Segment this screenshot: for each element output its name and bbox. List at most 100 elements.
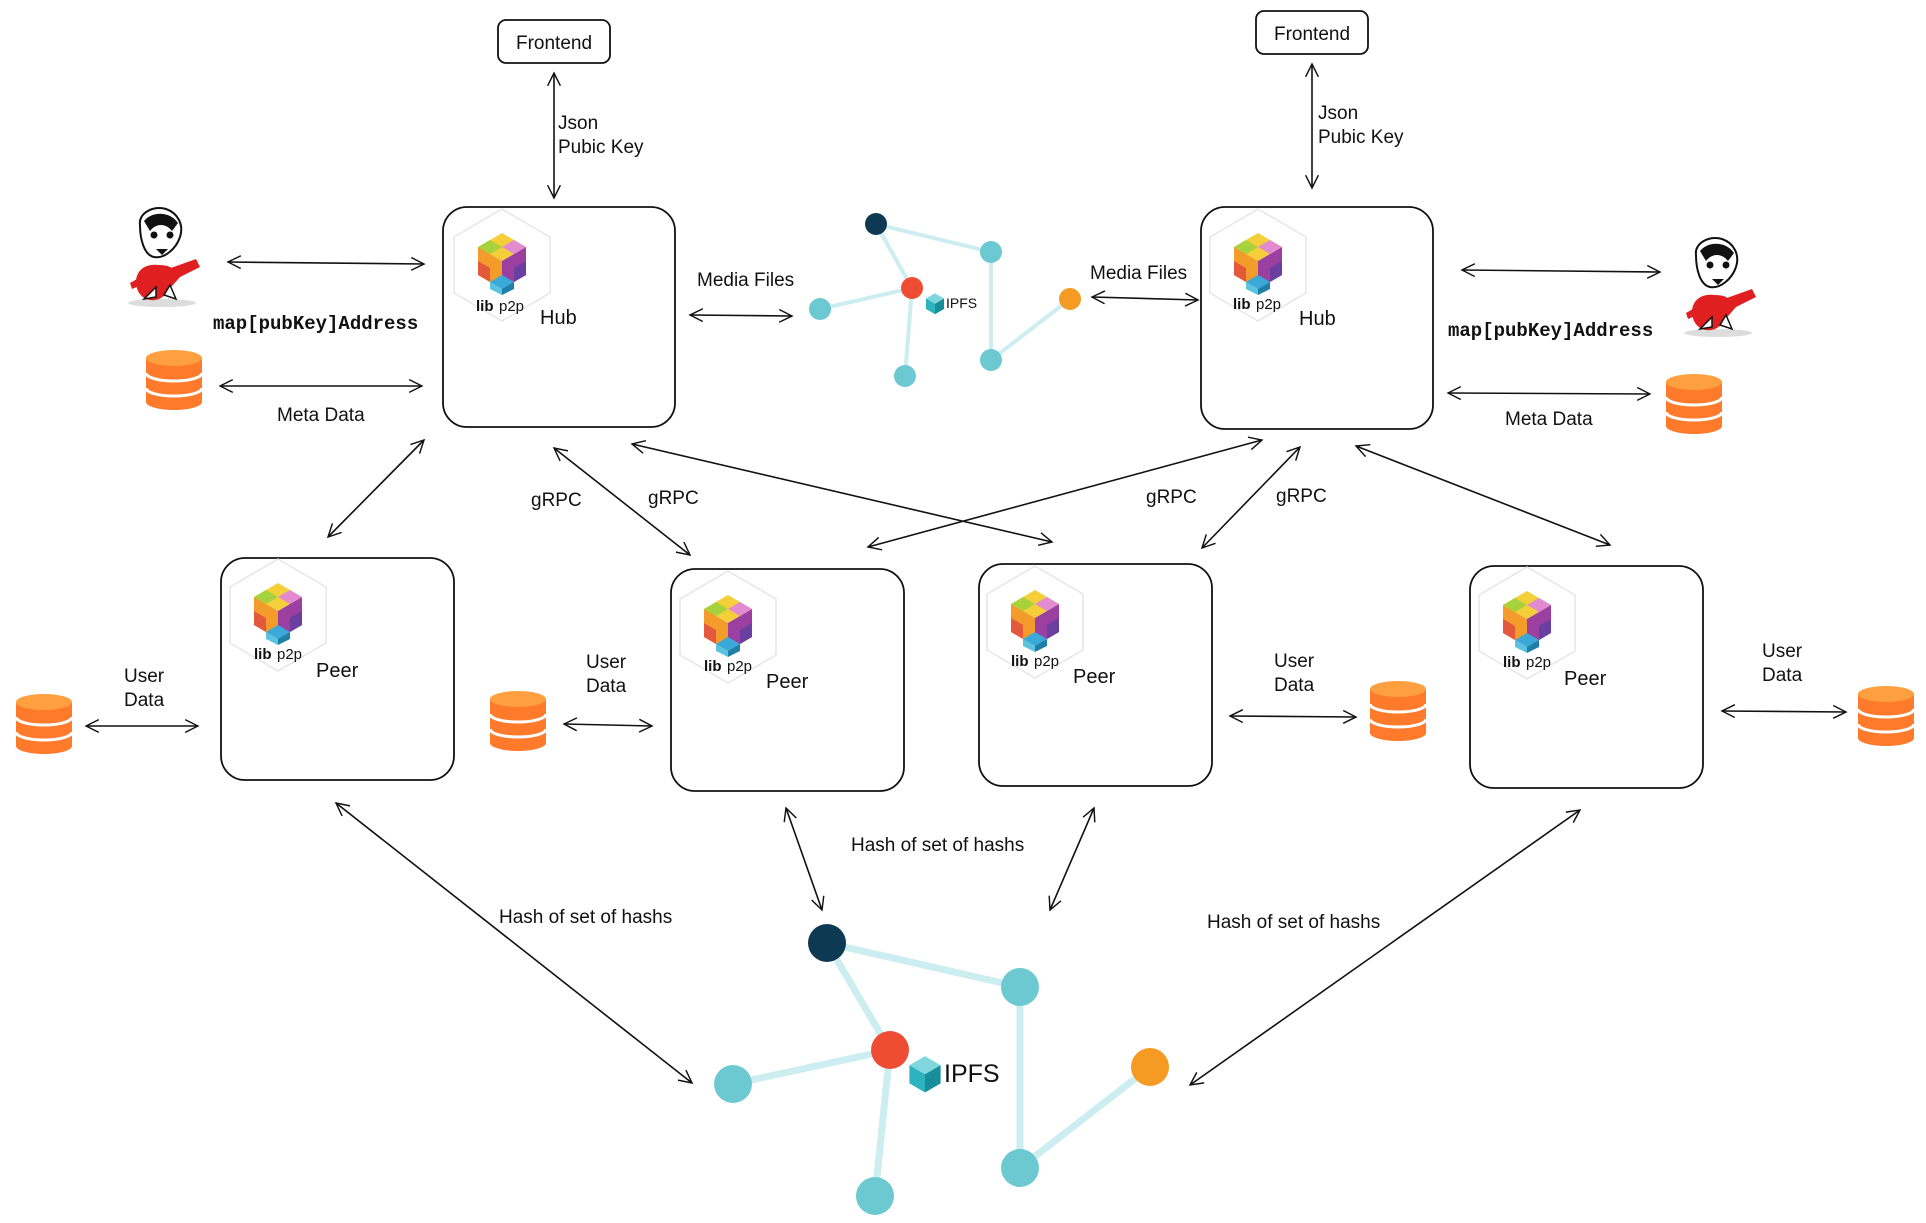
peer-label: Peer <box>1073 666 1116 688</box>
ipfs-cube-icon <box>909 1056 941 1093</box>
peer-3: lib p2p Peer <box>978 563 1213 787</box>
media-files-arrow-left <box>688 308 794 323</box>
pubkey-label-left: Pubic Key <box>558 137 644 158</box>
ipfs-label-small: IPFS <box>946 295 977 311</box>
hash-label: Hash of set of hashs <box>1207 912 1380 933</box>
ipfs-node <box>901 277 923 299</box>
metadata-arrow-right <box>1446 386 1652 401</box>
libp2p-logo-lib: lib <box>704 658 722 675</box>
libp2p-logo-lib: lib <box>1233 296 1251 313</box>
grpc-label: gRPC <box>531 490 582 511</box>
ipfs-node <box>856 1177 894 1215</box>
libp2p-logo-p2p: p2p <box>1256 296 1281 313</box>
ipfs-label-large: IPFS <box>944 1060 1000 1088</box>
json-label-left: Json <box>558 113 598 134</box>
user-data-arrow <box>562 717 654 733</box>
pubkey-label-right: Pubic Key <box>1318 127 1404 148</box>
map-address-label-left: map[pubKey]Address <box>213 313 418 335</box>
libp2p-logo-lib: lib <box>1503 654 1521 671</box>
ipfs-node <box>808 924 846 962</box>
media-files-label-right: Media Files <box>1090 263 1187 284</box>
hash-label: Hash of set of hashs <box>499 907 672 928</box>
user-data-label-1: User <box>1762 641 1803 662</box>
peer-4: lib p2p Peer <box>1469 565 1704 789</box>
libp2p-logo-lib: lib <box>1011 653 1029 670</box>
hash-arrow <box>783 806 825 912</box>
user-data-arrow <box>1228 709 1358 724</box>
ipfs-network-large: IPFS <box>714 924 1169 1215</box>
grpc-arrow <box>1200 445 1302 550</box>
hash-label: Hash of set of hashs <box>851 835 1024 856</box>
map-address-label-right: map[pubKey]Address <box>1448 320 1653 342</box>
frontend-label: Frontend <box>516 33 592 54</box>
metadata-label-left: Meta Data <box>277 405 365 426</box>
metadata-label-right: Meta Data <box>1505 409 1593 430</box>
user-data-label-1: User <box>586 652 627 673</box>
libp2p-logo-p2p: p2p <box>1034 653 1059 670</box>
grpc-arrow <box>326 438 426 539</box>
user-data-label-2: Data <box>1762 665 1803 686</box>
ipfs-node <box>894 365 916 387</box>
media-files-label-left: Media Files <box>697 270 794 291</box>
user-data-label-1: User <box>124 666 165 687</box>
ipfs-node <box>865 213 887 235</box>
peer-label: Peer <box>316 660 359 682</box>
hash-arrow <box>1188 809 1582 1086</box>
ipfs-node <box>1131 1048 1169 1086</box>
hash-arrow <box>1048 806 1096 912</box>
ipfs-node <box>1001 968 1039 1006</box>
libp2p-logo-p2p: p2p <box>1526 654 1551 671</box>
database-icon <box>14 692 74 756</box>
user-data-label-2: Data <box>586 676 627 697</box>
ipfs-node <box>809 298 831 320</box>
libp2p-logo-p2p: p2p <box>727 658 752 675</box>
grpc-label: gRPC <box>1146 487 1197 508</box>
user-data-label-2: Data <box>124 690 165 711</box>
ipfs-node <box>714 1065 752 1103</box>
user-data-label-2: Data <box>1274 675 1315 696</box>
badger-hub-arrow-right <box>1460 263 1662 279</box>
badger-hub-arrow-left <box>226 255 426 271</box>
peer-label: Peer <box>766 671 809 693</box>
ipfs-node <box>980 241 1002 263</box>
peer-1: lib p2p Peer <box>220 557 455 781</box>
ipfs-node <box>1059 288 1081 310</box>
user-data-arrow <box>1720 704 1848 719</box>
hub-right: lib p2p Hub <box>1200 206 1434 430</box>
ipfs-node <box>1001 1149 1039 1187</box>
database-icon <box>488 689 548 753</box>
database-icon <box>1856 684 1916 748</box>
frontend-left: Frontend <box>497 19 611 64</box>
json-label-right: Json <box>1318 103 1358 124</box>
database-icon <box>1368 679 1428 743</box>
ipfs-node <box>980 349 1002 371</box>
frontend-box <box>497 19 611 64</box>
grpc-arrow <box>866 436 1264 551</box>
user-data-label-1: User <box>1274 651 1315 672</box>
libp2p-logo-p2p: p2p <box>277 646 302 663</box>
libp2p-logo-lib: lib <box>476 298 494 315</box>
grpc-arrow <box>1354 443 1612 548</box>
hub-label: Hub <box>1299 308 1336 330</box>
ipfs-cube-icon <box>926 293 944 315</box>
hub-left: lib p2p Hub <box>442 206 676 428</box>
libp2p-logo-lib: lib <box>254 646 272 663</box>
ipfs-node <box>871 1031 909 1069</box>
peer-label: Peer <box>1564 668 1607 690</box>
media-files-arrow-right <box>1090 290 1200 307</box>
database-icon <box>1664 372 1724 436</box>
database-icon <box>144 348 204 412</box>
ipfs-network-small: IPFS <box>809 213 1081 387</box>
grpc-label: gRPC <box>648 488 699 509</box>
hash-arrow <box>334 802 694 1084</box>
hub-label: Hub <box>540 307 577 329</box>
frontend-right: Frontend <box>1255 10 1369 55</box>
peer-2: lib p2p Peer <box>670 568 905 792</box>
badger-mascot-icon <box>127 206 201 308</box>
badger-mascot-icon <box>1683 236 1757 338</box>
grpc-label: gRPC <box>1276 486 1327 507</box>
frontend-label: Frontend <box>1274 24 1350 45</box>
libp2p-logo-p2p: p2p <box>499 298 524 315</box>
